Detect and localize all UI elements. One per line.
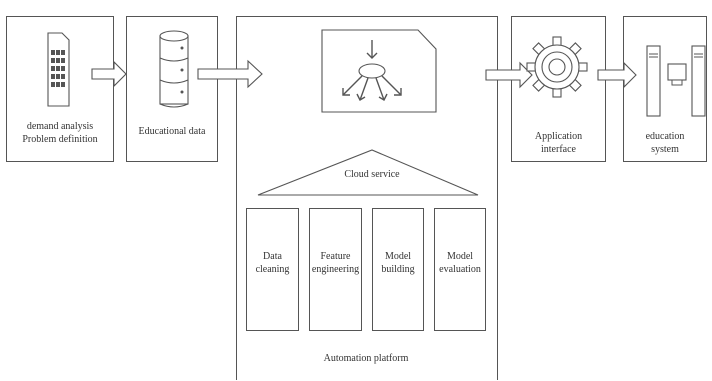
sim-card-icon bbox=[47, 32, 70, 107]
module-box-data-cleaning bbox=[246, 208, 299, 331]
workflow-hub-icon bbox=[321, 29, 437, 113]
computer-system-icon bbox=[646, 45, 706, 117]
education-system-label: education system bbox=[645, 131, 685, 155]
flow-arrow bbox=[485, 61, 533, 89]
flow-arrow bbox=[91, 60, 127, 88]
module-box-model-evaluation bbox=[434, 208, 486, 331]
cloud-service-label: Cloud service bbox=[344, 169, 400, 180]
module-label-model-evaluation: Model evaluation bbox=[439, 251, 481, 275]
gear-icon bbox=[526, 36, 588, 98]
flow-arrow bbox=[197, 59, 263, 89]
database-icon bbox=[159, 30, 189, 108]
module-label-model-building: Model building bbox=[381, 251, 415, 275]
module-label-data-cleaning: Data cleaning bbox=[255, 251, 290, 275]
demand-analysis-label: demand analysis Problem definition bbox=[22, 121, 98, 145]
cloud-service-triangle bbox=[257, 149, 479, 196]
educational-data-label: Educational data bbox=[138, 126, 206, 137]
module-box-feature-engineering bbox=[309, 208, 362, 331]
module-label-feature-engineering: Feature engineering bbox=[311, 251, 360, 275]
flow-arrow bbox=[597, 61, 637, 89]
automation-platform-label: Automation platform bbox=[323, 353, 409, 364]
application-interface-label: Application interface bbox=[534, 131, 583, 155]
module-box-model-building bbox=[372, 208, 424, 331]
